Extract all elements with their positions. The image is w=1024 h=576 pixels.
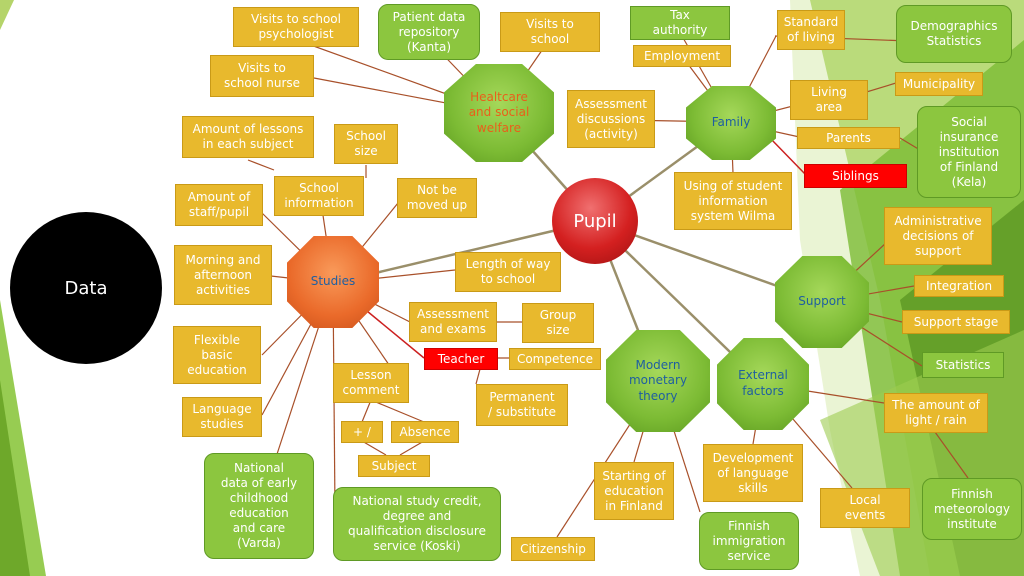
box-living-area[interactable]: Living area: [790, 80, 868, 120]
box-varda[interactable]: National data of early childhood educati…: [204, 453, 314, 559]
box-flexible-basic-education[interactable]: Flexible basic education: [173, 326, 261, 384]
box-statistics[interactable]: Statistics: [922, 352, 1004, 378]
box-lesson-comment[interactable]: Lesson comment: [333, 363, 409, 403]
box-development-of-language-skills[interactable]: Development of language skills: [703, 444, 803, 502]
box-school-size[interactable]: School size: [334, 124, 398, 164]
box-assessment-and-exams[interactable]: Assessment and exams: [409, 302, 497, 342]
box-local-events[interactable]: Local events: [820, 488, 910, 528]
box-absence[interactable]: Absence: [391, 421, 459, 443]
box-assessment-discussions[interactable]: Assessment discussions (activity): [567, 90, 655, 148]
hub-external-factors[interactable]: External factors: [717, 338, 809, 430]
box-amount-of-lessons[interactable]: Amount of lessons in each subject: [182, 116, 314, 158]
box-visits-school[interactable]: Visits to school: [500, 12, 600, 52]
box-citizenship[interactable]: Citizenship: [511, 537, 595, 561]
box-school-information[interactable]: School information: [274, 176, 364, 216]
box-amount-of-staff[interactable]: Amount of staff/pupil: [175, 184, 263, 226]
box-group-size[interactable]: Group size: [522, 303, 594, 343]
box-demographics-statistics[interactable]: Demographics Statistics: [896, 5, 1012, 63]
box-not-moved-up[interactable]: Not be moved up: [397, 178, 477, 218]
box-language-studies[interactable]: Language studies: [182, 397, 262, 437]
box-siblings[interactable]: Siblings: [804, 164, 907, 188]
box-finnish-meteorology-institute[interactable]: Finnish meteorology institute: [922, 478, 1022, 540]
box-plus-minus[interactable]: + /: [341, 421, 383, 443]
box-amount-of-light-rain[interactable]: The amount of light / rain: [884, 393, 988, 433]
hub-studies[interactable]: Studies: [287, 236, 379, 328]
box-finnish-immigration-service[interactable]: Finnish immigration service: [699, 512, 799, 570]
hub-family[interactable]: Family: [686, 86, 776, 160]
box-standard-of-living[interactable]: Standard of living: [777, 10, 845, 50]
hub-support[interactable]: Support: [775, 256, 869, 348]
box-starting-of-education[interactable]: Starting of education in Finland: [594, 462, 674, 520]
hub-healthcare[interactable]: Healtcare and social welfare: [444, 64, 554, 162]
box-teacher[interactable]: Teacher: [424, 348, 498, 370]
box-social-insurance-kela[interactable]: Social insurance institution of Finland …: [917, 106, 1021, 198]
box-koski[interactable]: National study credit, degree and qualif…: [333, 487, 501, 561]
box-patient-repository[interactable]: Patient data repository (Kanta): [378, 4, 480, 60]
box-tax-authority[interactable]: Tax authority: [630, 6, 730, 40]
box-integration[interactable]: Integration: [914, 275, 1004, 297]
box-length-of-way[interactable]: Length of way to school: [455, 252, 561, 292]
hub-modern-monetary-theory[interactable]: Modern monetary theory: [606, 330, 710, 432]
box-wilma[interactable]: Using of student information system Wilm…: [674, 172, 792, 230]
box-administrative-decisions[interactable]: Administrative decisions of support: [884, 207, 992, 265]
box-municipality[interactable]: Municipality: [895, 72, 983, 96]
box-parents[interactable]: Parents: [797, 127, 900, 149]
box-employment[interactable]: Employment: [633, 45, 731, 67]
box-permanent-substitute[interactable]: Permanent / substitute: [476, 384, 568, 426]
box-visits-school-nurse[interactable]: Visits to school nurse: [210, 55, 314, 97]
box-subject[interactable]: Subject: [358, 455, 430, 477]
box-support-stage[interactable]: Support stage: [902, 310, 1010, 334]
data-node[interactable]: Data: [10, 212, 162, 364]
pupil-node[interactable]: Pupil: [552, 178, 638, 264]
box-morning-afternoon-activities[interactable]: Morning and afternoon activities: [174, 245, 272, 305]
box-visits-psychologist[interactable]: Visits to school psychologist: [233, 7, 359, 47]
box-competence[interactable]: Competence: [509, 348, 601, 370]
